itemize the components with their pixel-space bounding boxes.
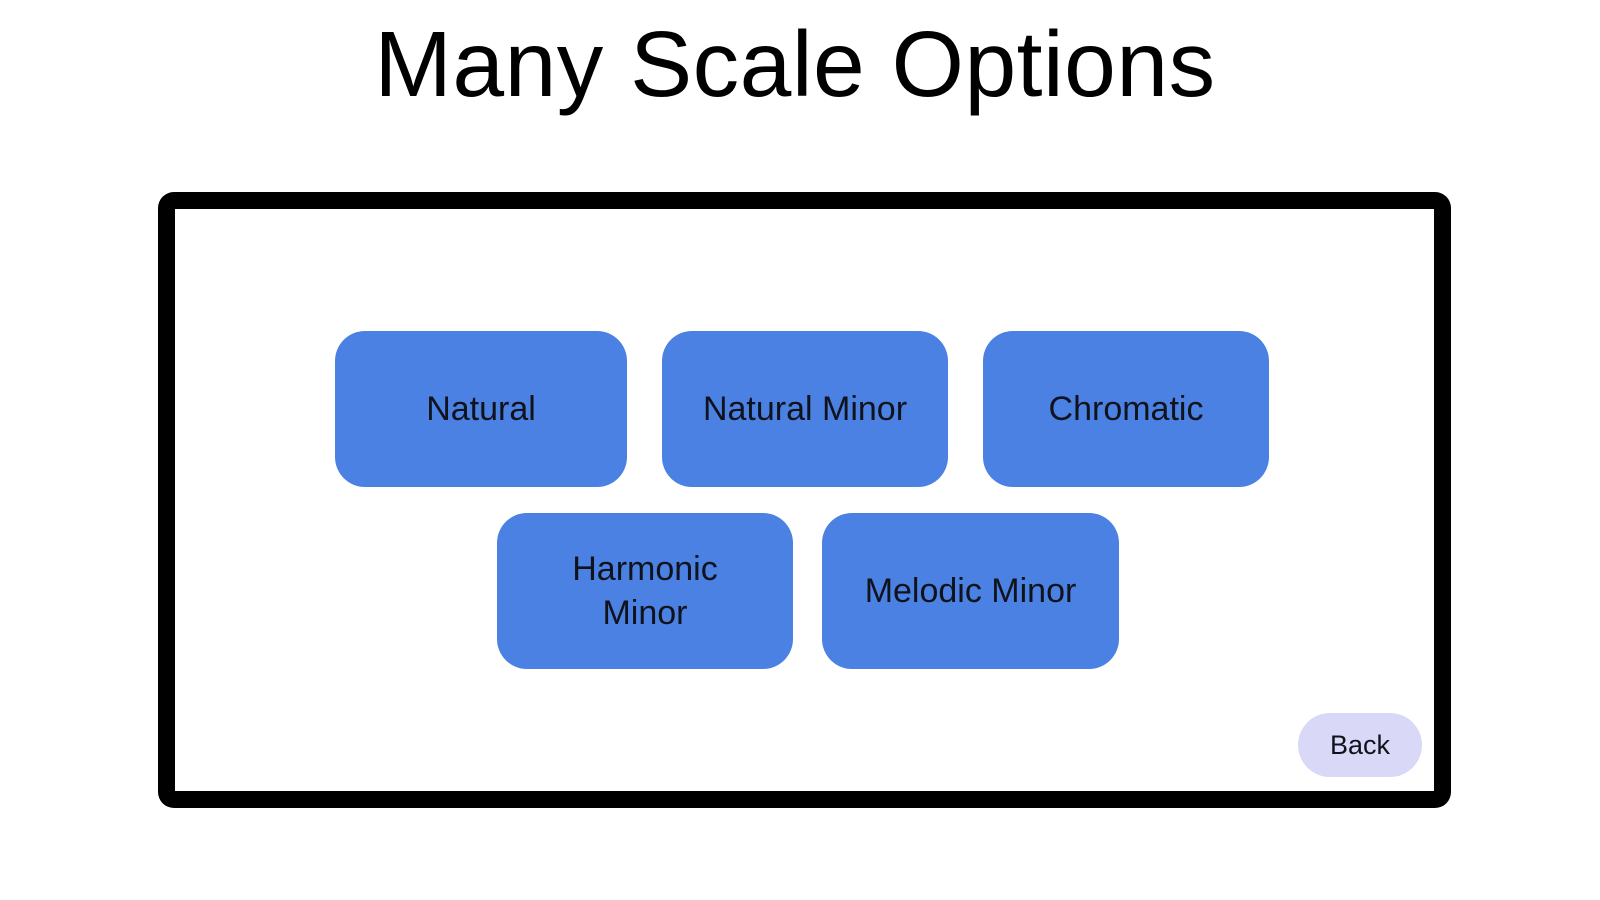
harmonic-minor-scale-button[interactable]: Harmonic Minor — [497, 513, 793, 669]
natural-scale-button[interactable]: Natural — [335, 331, 627, 487]
natural-minor-scale-button[interactable]: Natural Minor — [662, 331, 948, 487]
chromatic-scale-button[interactable]: Chromatic — [983, 331, 1269, 487]
melodic-minor-scale-button[interactable]: Melodic Minor — [822, 513, 1119, 669]
page-title: Many Scale Options — [374, 12, 1216, 116]
back-button[interactable]: Back — [1298, 713, 1422, 777]
scale-options-panel: Natural Natural Minor Chromatic Harmonic… — [158, 192, 1451, 808]
